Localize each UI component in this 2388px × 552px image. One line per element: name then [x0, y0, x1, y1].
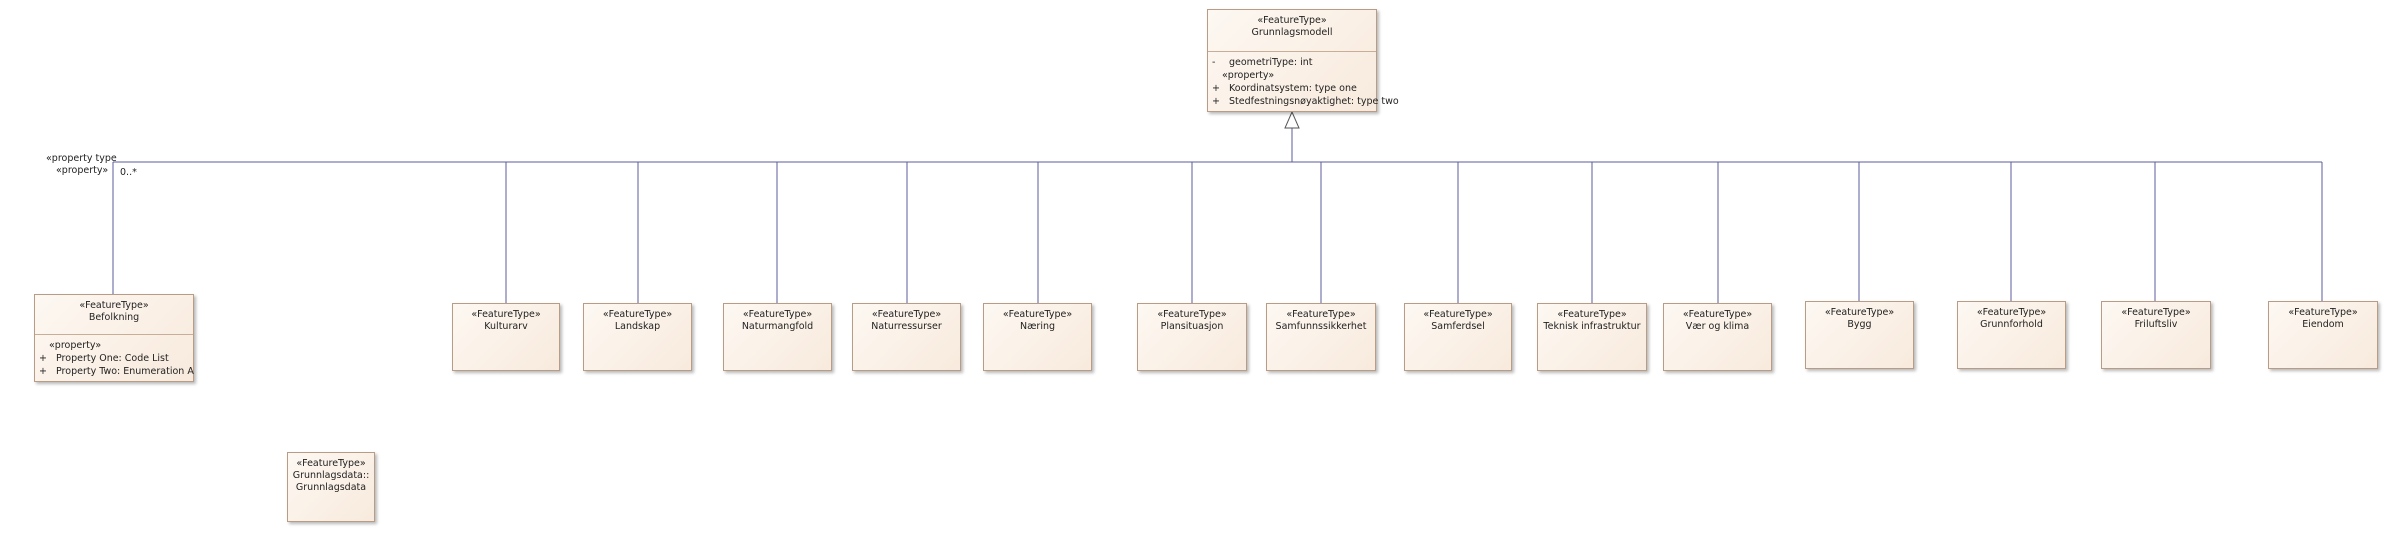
association-role-label: «property» — [56, 165, 109, 176]
class-stereotype: «FeatureType» — [602, 309, 673, 320]
class-friluftsliv[interactable]: «FeatureType»Friluftsliv — [2101, 301, 2211, 369]
attribute-text: Koordinatsystem: type one — [1229, 83, 1357, 94]
class-name: Landskap — [614, 321, 661, 332]
class-stereotype: «FeatureType» — [79, 300, 149, 311]
class-befolkning[interactable]: «FeatureType» Befolkning «property» + Pr… — [34, 294, 194, 382]
class-naturressurser[interactable]: «FeatureType»Naturressurser — [852, 303, 961, 371]
class-stereotype: «FeatureType» — [1257, 15, 1327, 26]
class-name: Naturmangfold — [741, 321, 814, 332]
inheritance-arrowhead — [1284, 110, 1300, 129]
property-stereotype: «property» — [1222, 70, 1275, 81]
class-landskap[interactable]: «FeatureType»Landskap — [583, 303, 692, 371]
class-stereotype: «FeatureType» — [2288, 307, 2358, 318]
class-name: Teknisk infrastruktur — [1543, 321, 1641, 332]
class-bygg[interactable]: «FeatureType»Bygg — [1805, 301, 1914, 369]
class-stereotype: «FeatureType» — [471, 309, 541, 320]
class-teknisk-infrastruktur[interactable]: «FeatureType»Teknisk infrastruktur — [1537, 303, 1647, 371]
class-name: Plansituasjon — [1160, 321, 1224, 332]
class-stereotype: «FeatureType» — [871, 309, 942, 320]
class-samfunnssikkerhet[interactable]: «FeatureType»Samfunnssikkerhet — [1266, 303, 1376, 371]
class-stereotype: «FeatureType» — [1423, 309, 1493, 320]
attribute-text: Stedfestningsnøyaktighet: type two — [1229, 96, 1399, 107]
class-stereotype: «FeatureType» — [296, 458, 366, 469]
class-stereotype: «FeatureType» — [742, 309, 813, 320]
class-stereotype: «FeatureType» — [1002, 309, 1073, 320]
visibility-marker: - — [1212, 57, 1216, 68]
class-plansituasjon[interactable]: «FeatureType»Plansituasjon — [1137, 303, 1247, 371]
class-kulturarv[interactable]: «FeatureType»Kulturarv — [452, 303, 560, 371]
class-grunnlagsmodell[interactable]: «FeatureType» Grunnlagsmodell - geometri… — [1207, 9, 1399, 112]
class-stereotype: «FeatureType» — [1286, 309, 1356, 320]
class-name: Grunnlagsmodell — [1251, 27, 1333, 38]
class-stereotype: «FeatureType» — [1682, 309, 1753, 320]
class-package-name: Grunnlagsdata:: — [292, 470, 370, 481]
class-name: Grunnlagsdata — [295, 482, 367, 493]
attribute-row: - geometriType: int — [1212, 56, 1376, 69]
attribute-text: geometriType: int — [1229, 57, 1313, 68]
property-stereotype: «property» — [49, 340, 102, 351]
class-samferdsel[interactable]: «FeatureType»Samferdsel — [1404, 303, 1512, 371]
attribute-text: Property One: Code List — [56, 353, 169, 364]
attribute-compartment: «property» + Property One: Code List + P… — [35, 335, 194, 382]
class-grunnforhold[interactable]: «FeatureType»Grunnforhold — [1957, 301, 2066, 369]
class-stereotype: «FeatureType» — [1824, 307, 1895, 318]
attribute-row: + Property One: Code List — [39, 352, 193, 365]
class-stereotype: «FeatureType» — [2121, 307, 2191, 318]
visibility-marker: + — [39, 353, 47, 364]
class-stereotype: «FeatureType» — [1976, 307, 2047, 318]
attribute-row: + Stedfestningsnøyaktighet: type two — [1212, 95, 1399, 108]
attribute-row: + Koordinatsystem: type one — [1212, 82, 1376, 95]
class-name: Vær og klima — [1685, 321, 1750, 332]
class-name: Samfunnssikkerhet — [1275, 321, 1367, 332]
class-name: Grunnforhold — [1980, 319, 2043, 330]
attribute-row: + Property Two: Enumeration A — [39, 365, 194, 378]
visibility-marker: + — [1212, 83, 1220, 94]
class-name: Naturressurser — [871, 321, 942, 332]
class-vaer-og-klima[interactable]: «FeatureType»Vær og klima — [1663, 303, 1772, 371]
visibility-marker: + — [1212, 96, 1220, 107]
class-name: Befolkning — [88, 312, 140, 323]
class-name: Kulturarv — [484, 321, 528, 332]
class-name: Eiendom — [2302, 319, 2344, 330]
class-grunnlagsdata[interactable]: «FeatureType» Grunnlagsdata:: Grunnlagsd… — [287, 452, 375, 522]
class-stereotype: «FeatureType» — [1157, 309, 1227, 320]
association-stereotype-label: «property type — [46, 153, 117, 164]
class-name: Samferdsel — [1431, 321, 1485, 332]
visibility-marker: + — [39, 366, 47, 377]
class-naturmangfold[interactable]: «FeatureType»Naturmangfold — [723, 303, 832, 371]
class-name: Bygg — [1847, 319, 1872, 330]
class-stereotype: «FeatureType» — [1557, 309, 1627, 320]
attribute-compartment: - geometriType: int «property» + Koordin… — [1208, 52, 1399, 112]
association-multiplicity-label: 0..* — [120, 167, 137, 178]
attribute-text: Property Two: Enumeration A — [56, 366, 194, 377]
class-name: Næring — [1019, 321, 1056, 332]
class-name: Friluftsliv — [2134, 319, 2178, 330]
class-naering[interactable]: «FeatureType»Næring — [983, 303, 1092, 371]
class-eiendom[interactable]: «FeatureType»Eiendom — [2268, 301, 2378, 369]
